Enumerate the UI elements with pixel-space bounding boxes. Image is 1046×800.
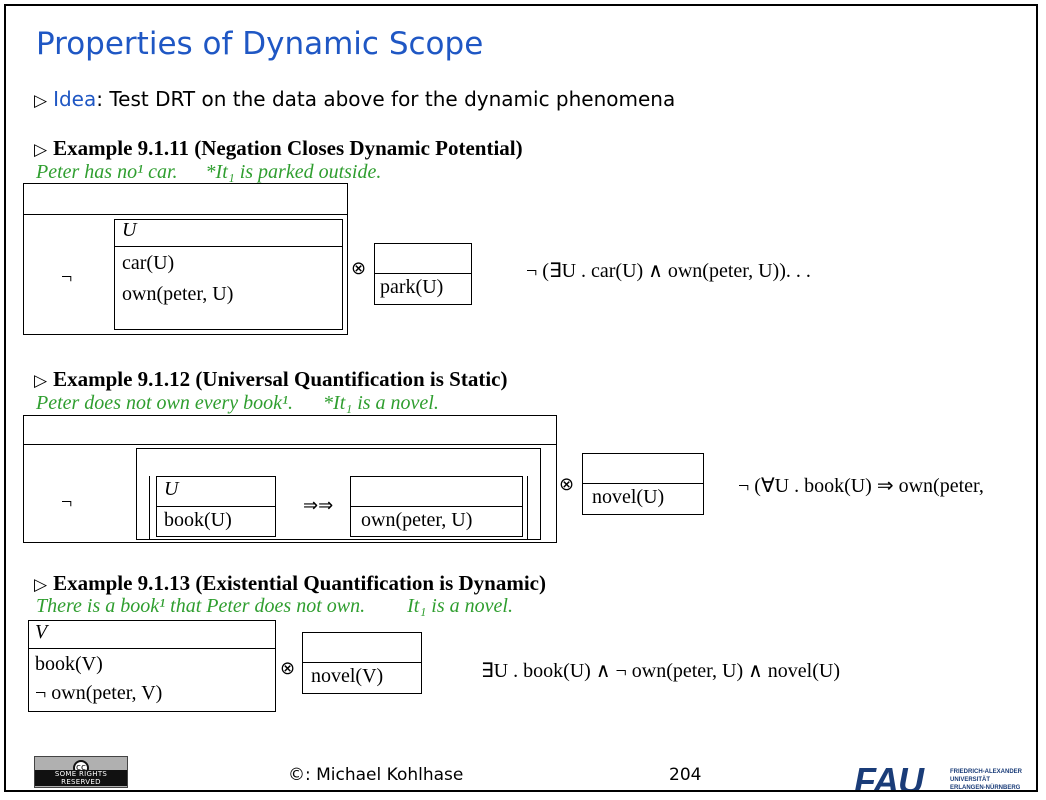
merge-operator: ⊗ [559, 474, 575, 495]
fau-logo: FAU FRIEDRICH-ALEXANDER UNIVERSITÄT ERLA… [854, 760, 1022, 792]
example-1-sentence: Peter has no¹ car. *It₁ is parked outside… [36, 161, 381, 184]
slide-title: Properties of Dynamic Scope [36, 26, 484, 62]
cc-license-badge[interactable]: cc SOME RIGHTS RESERVED [34, 756, 128, 788]
bullet-triangle-icon: ▷ [34, 575, 48, 595]
fau-logo-mark: FAU [854, 760, 924, 792]
outer-drs-box [23, 415, 557, 543]
condition-novel: novel(V) [311, 665, 384, 687]
slide-frame: Properties of Dynamic Scope ▷Idea: Test … [4, 4, 1038, 792]
condition-not-own: ¬ own(peter, V) [35, 682, 163, 704]
bullet-triangle-icon: ▷ [34, 91, 48, 111]
idea-bullet: ▷Idea: Test DRT on the data above for th… [34, 87, 675, 112]
drs-divider [23, 444, 557, 445]
condition-book: book(U) [164, 509, 232, 531]
sentence-2: *It₁ is parked outside. [205, 161, 382, 183]
antecedent-divider [156, 506, 276, 507]
drs-divider [23, 214, 348, 215]
condition-book: book(V) [35, 653, 103, 675]
merge-operator: ⊗ [351, 258, 367, 279]
discourse-referent: U [164, 478, 179, 500]
condition-own: own(peter, U) [361, 509, 473, 531]
novel-drs-box [302, 632, 422, 694]
implication-bracket-right [527, 476, 528, 540]
condition-own: own(peter, U) [122, 283, 234, 305]
negation-symbol: ¬ [61, 491, 73, 513]
fau-logo-text: FRIEDRICH-ALEXANDER UNIVERSITÄT ERLANGEN… [950, 768, 1022, 791]
right-drs-box [374, 243, 472, 305]
logo-line-1: FRIEDRICH-ALEXANDER [950, 769, 1022, 775]
idea-text: : Test DRT on the data above for the dyn… [96, 87, 676, 111]
page-number: 204 [669, 765, 702, 785]
example-2-heading: ▷Example 9.1.12 (Universal Quantificatio… [34, 367, 507, 392]
discourse-referent: V [35, 621, 48, 643]
implication-arrow-icon: ⇒⇒ [303, 495, 334, 516]
negation-symbol: ¬ [61, 266, 73, 288]
merge-operator: ⊗ [280, 658, 296, 679]
discourse-referent: U [122, 219, 137, 241]
outer-drs-box [23, 183, 348, 335]
bullet-triangle-icon: ▷ [34, 371, 48, 391]
sentence-1: There is a book¹ that Peter does not own… [36, 595, 366, 617]
copyright: ©: Michael Kohlhase [288, 765, 464, 785]
right-drs-divider [374, 273, 472, 274]
logo-line-2: UNIVERSITÄT [950, 777, 991, 783]
novel-drs-box [582, 453, 704, 515]
consequent-divider [350, 506, 523, 507]
example-2-sentence: Peter does not own every book¹. *It₁ is a… [36, 392, 439, 415]
sentence-1: Peter does not own every book¹. [36, 392, 294, 414]
implication-bracket-left [149, 476, 150, 540]
condition-park: park(U) [380, 276, 444, 298]
example-3-title: Example 9.1.13 (Existential Quantificati… [53, 571, 546, 595]
condition-novel: novel(U) [592, 486, 665, 508]
bullet-triangle-icon: ▷ [34, 140, 48, 160]
inner-drs-divider [114, 246, 343, 247]
drs-box [28, 620, 276, 712]
example-2-title: Example 9.1.12 (Universal Quantification… [53, 367, 508, 391]
condition-car: car(U) [122, 252, 175, 274]
sentence-2: *It₁ is a novel. [323, 392, 439, 414]
license-label: SOME RIGHTS RESERVED [35, 770, 127, 786]
logo-line-3: ERLANGEN-NÜRNBERG [950, 785, 1021, 791]
negated-drs-box [136, 448, 541, 540]
drs-divider [28, 648, 276, 649]
example-1-heading: ▷Example 9.1.11 (Negation Closes Dynamic… [34, 136, 523, 161]
formula-3: ∃U . book(U) ∧ ¬ own(peter, U) ∧ novel(U… [481, 660, 840, 682]
novel-drs-divider [302, 662, 422, 663]
example-3-sentence: There is a book¹ that Peter does not own… [36, 595, 513, 618]
inner-drs-box [114, 219, 343, 330]
example-1-title: Example 9.1.11 (Negation Closes Dynamic … [53, 136, 523, 160]
example-3-heading: ▷Example 9.1.13 (Existential Quantificat… [34, 571, 546, 596]
sentence-1: Peter has no¹ car. [36, 161, 178, 183]
formula-1: ¬ (∃U . car(U) ∧ own(peter, U)). . . [526, 260, 811, 282]
sentence-2: It₁ is a novel. [407, 595, 513, 617]
formula-2: ¬ (∀U . book(U) ⇒ own(peter, [738, 475, 984, 497]
idea-label: Idea [53, 87, 97, 111]
novel-drs-divider [582, 483, 704, 484]
